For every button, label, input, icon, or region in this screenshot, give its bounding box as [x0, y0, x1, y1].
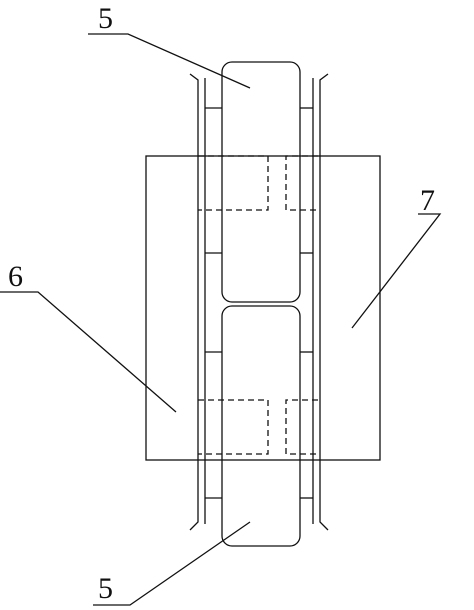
label-7: 7 — [420, 184, 435, 217]
right-rail-outer — [319, 73, 329, 531]
label-5-top: 5 — [98, 2, 113, 35]
label-6: 6 — [8, 260, 23, 293]
label-5-bottom: 5 — [98, 572, 113, 605]
upper-block — [221, 61, 301, 303]
leader-lines — [0, 33, 442, 606]
rungs — [205, 107, 313, 499]
hidden-features — [198, 155, 318, 455]
base-plate — [145, 155, 381, 461]
left-rail-outer — [189, 73, 199, 531]
lower-block — [221, 305, 301, 547]
